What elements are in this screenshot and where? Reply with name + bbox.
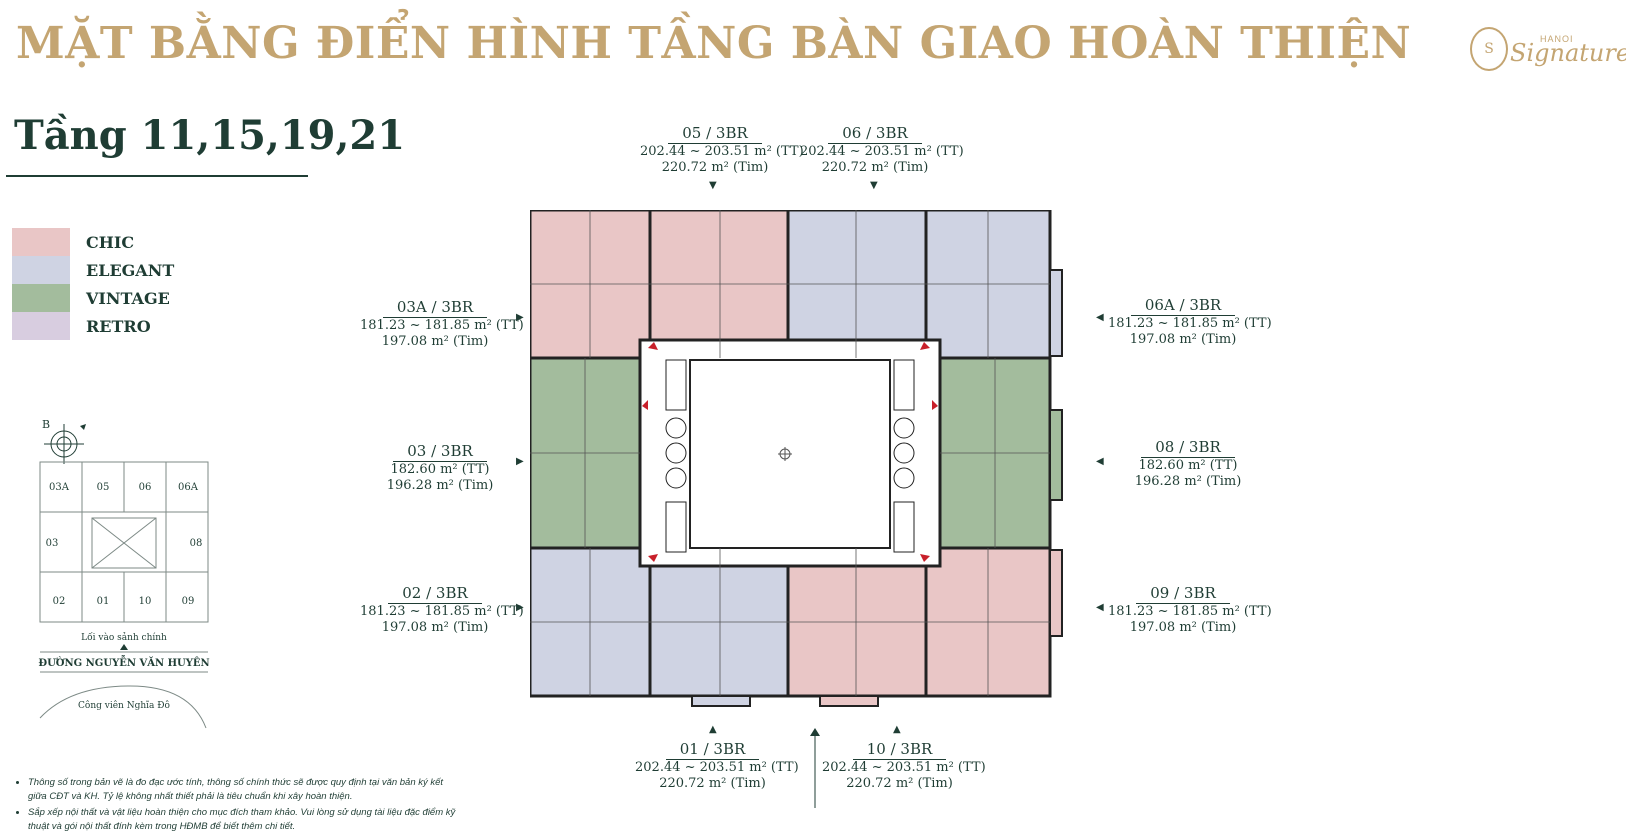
unit-area-tim: 196.28 m² (Tim) <box>386 478 494 493</box>
unit-area-tt: 181.23 ~ 181.85 m² (TT) <box>1108 316 1272 331</box>
unit-10-block <box>786 546 928 707</box>
legend-item-elegant: ELEGANT <box>12 256 175 284</box>
key-entrance-label: Lối vào sảnh chính <box>81 632 167 643</box>
unit-area-tim: 197.08 m² (Tim) <box>1129 620 1237 635</box>
unit-area-tim: 197.08 m² (Tim) <box>1129 332 1237 347</box>
footnotes: Thông số trong bản vẽ là đo đạc ước tính… <box>14 776 464 836</box>
unit-area-tim: 196.28 m² (Tim) <box>1134 474 1242 489</box>
arrow-up-icon: ▲ <box>893 724 901 735</box>
unit-code: 10 / 3BR <box>852 740 947 760</box>
floor-title-rule <box>6 175 308 177</box>
legend-swatch-retro <box>12 312 70 340</box>
unit-label-09: 09 / 3BR 181.23 ~ 181.85 m² (TT) 197.08 … <box>1108 584 1272 636</box>
arrow-right-icon: ▶ <box>516 602 524 613</box>
key-map-grid <box>39 461 209 623</box>
key-map: B 03A 05 06 06A 03 08 02 01 10 09 Lối và… <box>38 418 210 729</box>
logo-brand: Signature <box>1510 39 1626 67</box>
unit-area-tim: 220.72 m² (Tim) <box>659 776 766 791</box>
unit-area-tt: 182.60 m² (TT) <box>390 462 490 477</box>
unit-code: 03A / 3BR <box>382 298 488 318</box>
unit-area-tt: 202.44 ~ 203.51 m² (TT) <box>822 760 986 775</box>
footnote-item: Sắp xếp nội thất và vật liệu hoàn thiện … <box>28 806 464 834</box>
unit-code: 01 / 3BR <box>665 740 760 760</box>
unit-label-02: 02 / 3BR 181.23 ~ 181.85 m² (TT) 197.08 … <box>360 584 524 636</box>
legend-swatch-vintage <box>12 284 70 312</box>
unit-label-03a: 03A / 3BR 181.23 ~ 181.85 m² (TT) 197.08… <box>360 298 524 350</box>
key-cell-08: 08 <box>190 538 203 549</box>
unit-label-06a: 06A / 3BR 181.23 ~ 181.85 m² (TT) 197.08… <box>1108 296 1272 348</box>
legend-item-retro: RETRO <box>12 312 172 340</box>
key-cell-06: 06 <box>139 482 152 493</box>
unit-code: 09 / 3BR <box>1136 584 1230 604</box>
legend-label: RETRO <box>86 317 151 336</box>
unit-area-tim: 197.08 m² (Tim) <box>381 620 489 635</box>
arrow-down-icon: ▼ <box>870 180 878 191</box>
footnote-item: Thông số trong bản vẽ là đo đạc ước tính… <box>28 776 464 804</box>
legend-item-vintage: VINTAGE <box>12 284 172 312</box>
unit-area-tt: 182.60 m² (TT) <box>1138 458 1238 473</box>
arrow-down-icon: ▼ <box>709 180 717 191</box>
legend-item-chic: CHIC <box>12 228 172 256</box>
legend-swatch-chic <box>12 228 70 256</box>
core-corridor <box>638 338 942 568</box>
legend-swatch-elegant <box>12 256 70 284</box>
unit-area-tt: 202.44 ~ 203.51 m² (TT) <box>640 144 804 159</box>
room-dividers <box>530 210 1050 696</box>
key-cell-10: 10 <box>139 596 152 607</box>
key-cell-05: 05 <box>97 482 110 493</box>
arrow-left-icon: ◀ <box>1096 456 1104 467</box>
main-entrance-arrow-icon <box>810 728 820 808</box>
key-cell-06a: 06A <box>178 482 199 493</box>
brand-logo: S HANOI Signature <box>1470 25 1626 75</box>
floor-plan <box>530 210 1063 707</box>
arrow-up-icon: ▲ <box>709 724 717 735</box>
unit-label-03: 03 / 3BR 182.60 m² (TT) 196.28 m² (Tim) <box>370 442 510 494</box>
compass-icon <box>44 424 86 464</box>
unit-code: 03 / 3BR <box>393 442 487 462</box>
unit-area-tt: 181.23 ~ 181.85 m² (TT) <box>1108 604 1272 619</box>
key-cell-01: 01 <box>97 596 110 607</box>
legend-label: CHIC <box>86 233 135 252</box>
unit-area-tt: 181.23 ~ 181.85 m² (TT) <box>360 318 524 333</box>
arrow-right-icon: ▶ <box>516 312 524 323</box>
page-title: MẶT BẰNG ĐIỂN HÌNH TẦNG BÀN GIAO HOÀN TH… <box>16 18 1412 69</box>
key-cell-09: 09 <box>182 596 195 607</box>
compass-label: B <box>42 418 50 431</box>
unit-area-tt: 202.44 ~ 203.51 m² (TT) <box>635 760 799 775</box>
unit-label-05: 05 / 3BR 202.44 ~ 203.51 m² (TT) 220.72 … <box>640 124 804 176</box>
unit-code: 08 / 3BR <box>1141 438 1235 458</box>
legend-label: VINTAGE <box>86 289 170 308</box>
park-outline <box>39 685 207 729</box>
unit-area-tim: 197.08 m² (Tim) <box>381 334 489 349</box>
logo-seal: S <box>1470 27 1508 71</box>
legend-label: ELEGANT <box>86 261 175 280</box>
legend: CHIC ELEGANT VINTAGE RETRO <box>12 228 175 340</box>
key-street-label: ĐƯỜNG NGUYỄN VĂN HUYÊN <box>38 656 209 669</box>
arrow-left-icon: ◀ <box>1096 602 1104 613</box>
unit-code: 06 / 3BR <box>828 124 922 144</box>
unit-code: 06A / 3BR <box>1130 296 1236 316</box>
entrance-arrow-icon <box>120 644 128 650</box>
key-cell-02: 02 <box>53 596 66 607</box>
unit-area-tt: 181.23 ~ 181.85 m² (TT) <box>360 604 524 619</box>
key-cell-03a: 03A <box>49 482 70 493</box>
unit-area-tim: 220.72 m² (Tim) <box>661 160 769 175</box>
unit-code: 02 / 3BR <box>388 584 482 604</box>
unit-area-tim: 220.72 m² (Tim) <box>846 776 953 791</box>
exit-markers <box>642 342 938 562</box>
key-park-label: Công viên Nghĩa Đô <box>78 700 170 711</box>
unit-01-block <box>648 546 790 707</box>
arrow-left-icon: ◀ <box>1096 312 1104 323</box>
floor-title: Tầng 11,15,19,21 <box>14 112 406 159</box>
unit-area-tim: 220.72 m² (Tim) <box>821 160 929 175</box>
unit-code: 05 / 3BR <box>668 124 762 144</box>
unit-label-08: 08 / 3BR 182.60 m² (TT) 196.28 m² (Tim) <box>1118 438 1258 490</box>
unit-label-01: 01 / 3BR 202.44 ~ 203.51 m² (TT) 220.72 … <box>635 740 799 792</box>
unit-label-06: 06 / 3BR 202.44 ~ 203.51 m² (TT) 220.72 … <box>800 124 964 176</box>
arrow-right-icon: ▶ <box>516 456 524 467</box>
logo-city: HANOI <box>1540 34 1574 44</box>
key-cell-03: 03 <box>46 538 59 549</box>
unit-area-tt: 202.44 ~ 203.51 m² (TT) <box>800 144 964 159</box>
unit-label-10: 10 / 3BR 202.44 ~ 203.51 m² (TT) 220.72 … <box>822 740 986 792</box>
